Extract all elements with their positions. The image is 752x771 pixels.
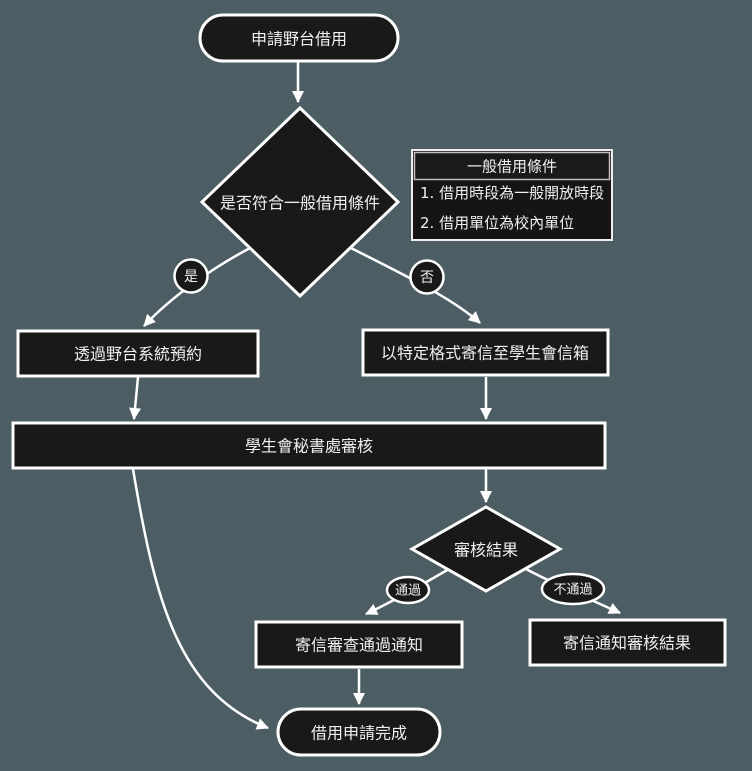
node-reserve-system: 透過野台系統預約	[16, 329, 260, 378]
node-condition-label: 是否符合一般借用條件	[220, 194, 380, 213]
edge-label-yes-shape	[173, 258, 209, 294]
node-secretariat-review-label: 學生會秘書處審核	[245, 437, 373, 456]
node-complete: 借用申請完成	[276, 707, 442, 757]
edge-label-no-text: 否	[420, 270, 434, 286]
edge-label-fail: 不通過	[540, 572, 606, 606]
node-result-mail-shape	[528, 618, 727, 667]
node-email-request-label: 以特定格式寄信至學生會信箱	[381, 344, 589, 363]
edge-label-pass: 通過	[385, 575, 431, 605]
edge-label-no-shape	[409, 259, 445, 295]
node-approval-mail-label: 寄信審查通過通知	[295, 636, 423, 655]
note-header-shape	[413, 151, 611, 181]
node-condition-shape	[199, 105, 401, 299]
edge-label-no: 否	[409, 259, 445, 295]
node-secretariat-review: 學生會秘書處審核	[11, 421, 607, 470]
node-email-request-shape	[361, 328, 610, 377]
node-approval-mail: 寄信審查通過通知	[254, 620, 464, 669]
edge-label-yes: 是	[173, 258, 209, 294]
node-start-shape	[198, 13, 400, 63]
edge-reserve-to-review	[129, 376, 142, 420]
node-start: 申請野台借用	[198, 13, 400, 63]
edge-review-to-complete	[131, 468, 269, 730]
note-title: 一般借用條件	[467, 158, 557, 176]
node-condition: 是否符合一般借用條件	[199, 105, 401, 299]
edge-label-yes-text: 是	[184, 269, 198, 285]
note-item-2: 2. 借用單位為校內單位	[420, 214, 574, 232]
edge-label-fail-text: 不通過	[553, 583, 592, 598]
note-item-1: 1. 借用時段為一般開放時段	[420, 184, 604, 202]
node-reserve-system-label: 透過野台系統預約	[74, 345, 202, 364]
node-reserve-system-shape	[16, 329, 260, 378]
node-result-mail-label: 寄信通知審核結果	[563, 634, 691, 653]
edge-label-pass-shape	[385, 575, 431, 605]
edge-label-fail-shape	[540, 572, 606, 606]
edge-label-pass-text: 通過	[395, 584, 421, 599]
node-complete-shape	[276, 707, 442, 757]
node-secretariat-review-shape	[11, 421, 607, 470]
node-start-label: 申請野台借用	[251, 30, 347, 49]
node-review-result-shape	[408, 505, 564, 593]
node-approval-mail-shape	[254, 620, 464, 669]
node-review-result-label: 審核結果	[454, 541, 518, 560]
node-email-request: 以特定格式寄信至學生會信箱	[361, 328, 610, 377]
node-review-result: 審核結果	[408, 505, 564, 593]
node-complete-label: 借用申請完成	[311, 724, 407, 743]
node-result-mail: 寄信通知審核結果	[528, 618, 727, 667]
note-general-conditions: 一般借用條件 1. 借用時段為一般開放時段 2. 借用單位為校內單位	[411, 149, 613, 241]
